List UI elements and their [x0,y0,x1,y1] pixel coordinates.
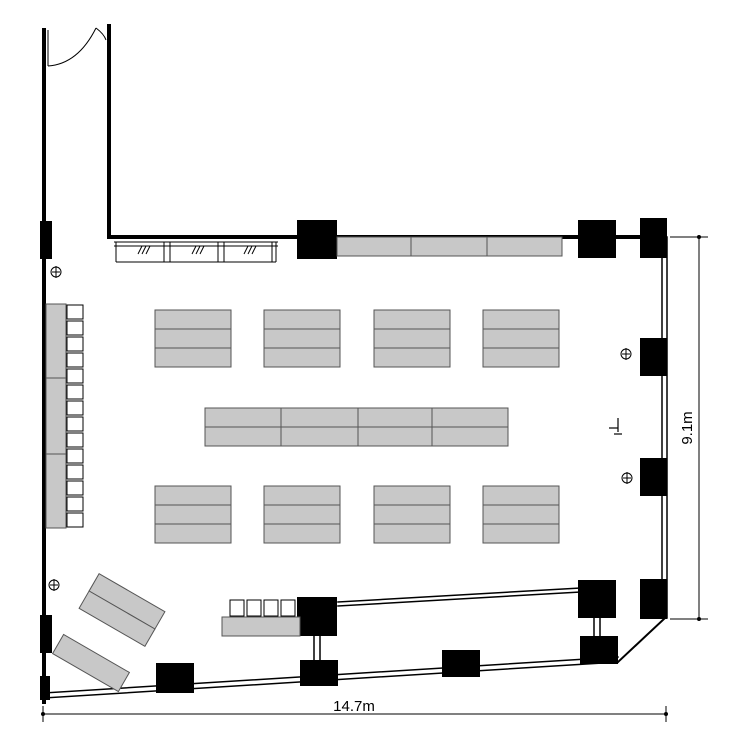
table[interactable] [263,328,341,349]
column-links [313,618,601,660]
chair-group-left [66,304,84,528]
interior-wall [337,587,581,603]
table[interactable] [263,485,341,506]
table[interactable] [373,523,451,544]
table[interactable] [204,426,282,447]
table[interactable] [154,523,232,544]
chair-icon[interactable] [66,432,84,448]
table[interactable] [263,347,341,368]
table[interactable] [482,328,560,349]
chair-icon[interactable] [66,416,84,432]
table[interactable] [357,407,433,428]
outlet-icon [50,266,62,278]
column [40,676,50,700]
angled-table[interactable] [78,572,166,648]
column [640,458,667,496]
column [297,597,337,636]
table[interactable] [280,407,359,428]
column [156,663,194,693]
table[interactable] [263,504,341,525]
outlet-icon [621,472,633,484]
table[interactable] [373,485,451,506]
table[interactable] [373,328,451,349]
table[interactable] [482,309,560,330]
chair-icon[interactable] [66,400,84,416]
columns [40,218,667,700]
column [580,636,618,664]
table[interactable] [280,426,359,447]
table[interactable] [204,407,282,428]
column [40,615,52,653]
table-grid [154,309,560,544]
chair-group-bench [229,599,296,617]
table[interactable] [482,347,560,368]
table[interactable] [154,309,232,330]
chair-icon[interactable] [66,336,84,352]
table[interactable] [263,523,341,544]
chair-icon[interactable] [246,599,262,617]
column [442,650,480,677]
table[interactable] [357,426,433,447]
outlet-icon [620,348,632,360]
chair-icon[interactable] [66,496,84,512]
column [640,338,667,376]
chair-icon[interactable] [280,599,296,617]
table[interactable] [482,504,560,525]
chair-icon[interactable] [66,464,84,480]
table[interactable] [154,347,232,368]
column [300,660,338,686]
chair-icon[interactable] [66,448,84,464]
outlet-icon [48,579,60,591]
table[interactable] [431,407,509,428]
diagonal-wall [616,616,667,664]
table[interactable] [154,328,232,349]
height-label: 9.1m [679,411,696,444]
lower-bench [221,616,301,637]
top-counter [336,236,563,257]
table[interactable] [482,485,560,506]
chair-icon[interactable] [229,599,245,617]
chair-icon[interactable] [66,384,84,400]
table[interactable] [263,309,341,330]
left-bench [45,303,67,529]
table[interactable] [154,485,232,506]
angled-table[interactable] [51,633,131,693]
column [40,221,52,259]
table[interactable] [373,347,451,368]
door-swing-icon[interactable] [47,27,107,67]
chair-icon[interactable] [66,352,84,368]
table[interactable] [373,504,451,525]
chair-icon[interactable] [66,368,84,384]
column [640,218,667,258]
table[interactable] [482,523,560,544]
window-mark-icon [137,245,257,255]
table[interactable] [431,426,509,447]
chair-icon[interactable] [66,512,84,528]
table[interactable] [373,309,451,330]
width-label: 14.7m [333,698,375,715]
floor-lamp-icon [609,418,622,435]
chair-icon[interactable] [66,480,84,496]
column [578,220,616,258]
dimension-width [41,706,668,722]
dimension-height [670,235,708,621]
chair-icon[interactable] [263,599,279,617]
center-table-row [204,407,509,447]
column [640,579,667,619]
chair-icon[interactable] [66,304,84,320]
column [297,220,337,259]
table[interactable] [154,504,232,525]
chair-icon[interactable] [66,320,84,336]
column [578,580,616,618]
interior-wall-inner [337,591,581,607]
